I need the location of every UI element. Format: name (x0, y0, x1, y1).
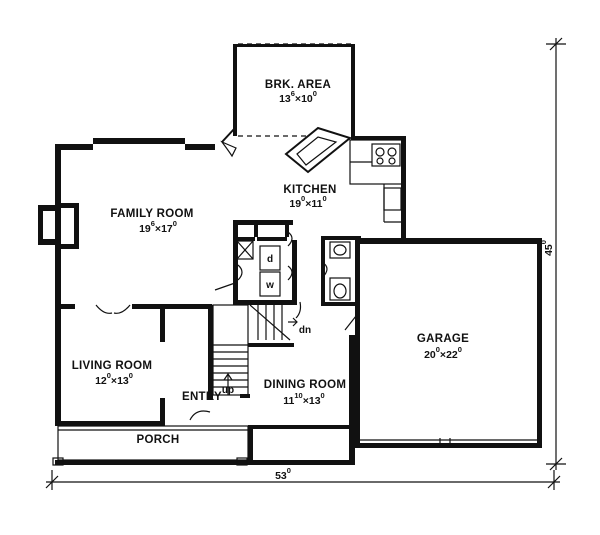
room-living: LIVING ROOM 120×130 (72, 360, 153, 387)
overall-depth-label: 450 (539, 240, 555, 256)
room-porch: PORCH (136, 434, 179, 446)
overall-width-dimension: 530 (45, 466, 561, 490)
room-dimensions: 196×170 (139, 219, 177, 235)
powder-room (321, 241, 351, 301)
room-dimensions: 120×130 (95, 371, 133, 387)
room-dimensions: 1110×130 (283, 391, 324, 407)
overall-width-label: 530 (275, 466, 291, 482)
room-dimensions: 200×220 (424, 345, 462, 361)
washer-label: w (265, 280, 274, 291)
interior-walls (160, 220, 355, 429)
room-breakfast: BRK. AREA 136×100 (265, 79, 331, 105)
room-kitchen: KITCHEN 190×110 (283, 184, 336, 210)
porch (52, 425, 249, 466)
room-dimensions: 136×100 (279, 89, 317, 105)
room-name: PORCH (136, 434, 179, 446)
exterior-walls (38, 44, 542, 465)
room-entry: ENTRY (182, 391, 222, 403)
room-name: GARAGE (417, 333, 469, 345)
room-name: DINING ROOM (264, 379, 347, 391)
stairs-down-label: dn (299, 325, 311, 336)
room-name: LIVING ROOM (72, 360, 153, 372)
doors (95, 231, 357, 421)
room-dimensions: 190×110 (289, 194, 326, 210)
dryer-label: d (267, 254, 273, 265)
room-name: BRK. AREA (265, 79, 331, 91)
kitchen-counter (284, 126, 403, 223)
staircase: up dn (212, 304, 311, 396)
room-name: ENTRY (182, 391, 222, 403)
room-name: KITCHEN (283, 184, 336, 196)
room-dining: DINING ROOM 1110×130 (264, 379, 347, 407)
overall-depth-dimension: 450 (539, 37, 566, 471)
room-garage: GARAGE 200×220 (417, 333, 469, 361)
laundry-closet: d w (236, 240, 281, 297)
room-family: FAMILY ROOM 196×170 (110, 208, 193, 235)
stairs-up-label: up (222, 385, 234, 396)
room-name: FAMILY ROOM (110, 208, 193, 220)
